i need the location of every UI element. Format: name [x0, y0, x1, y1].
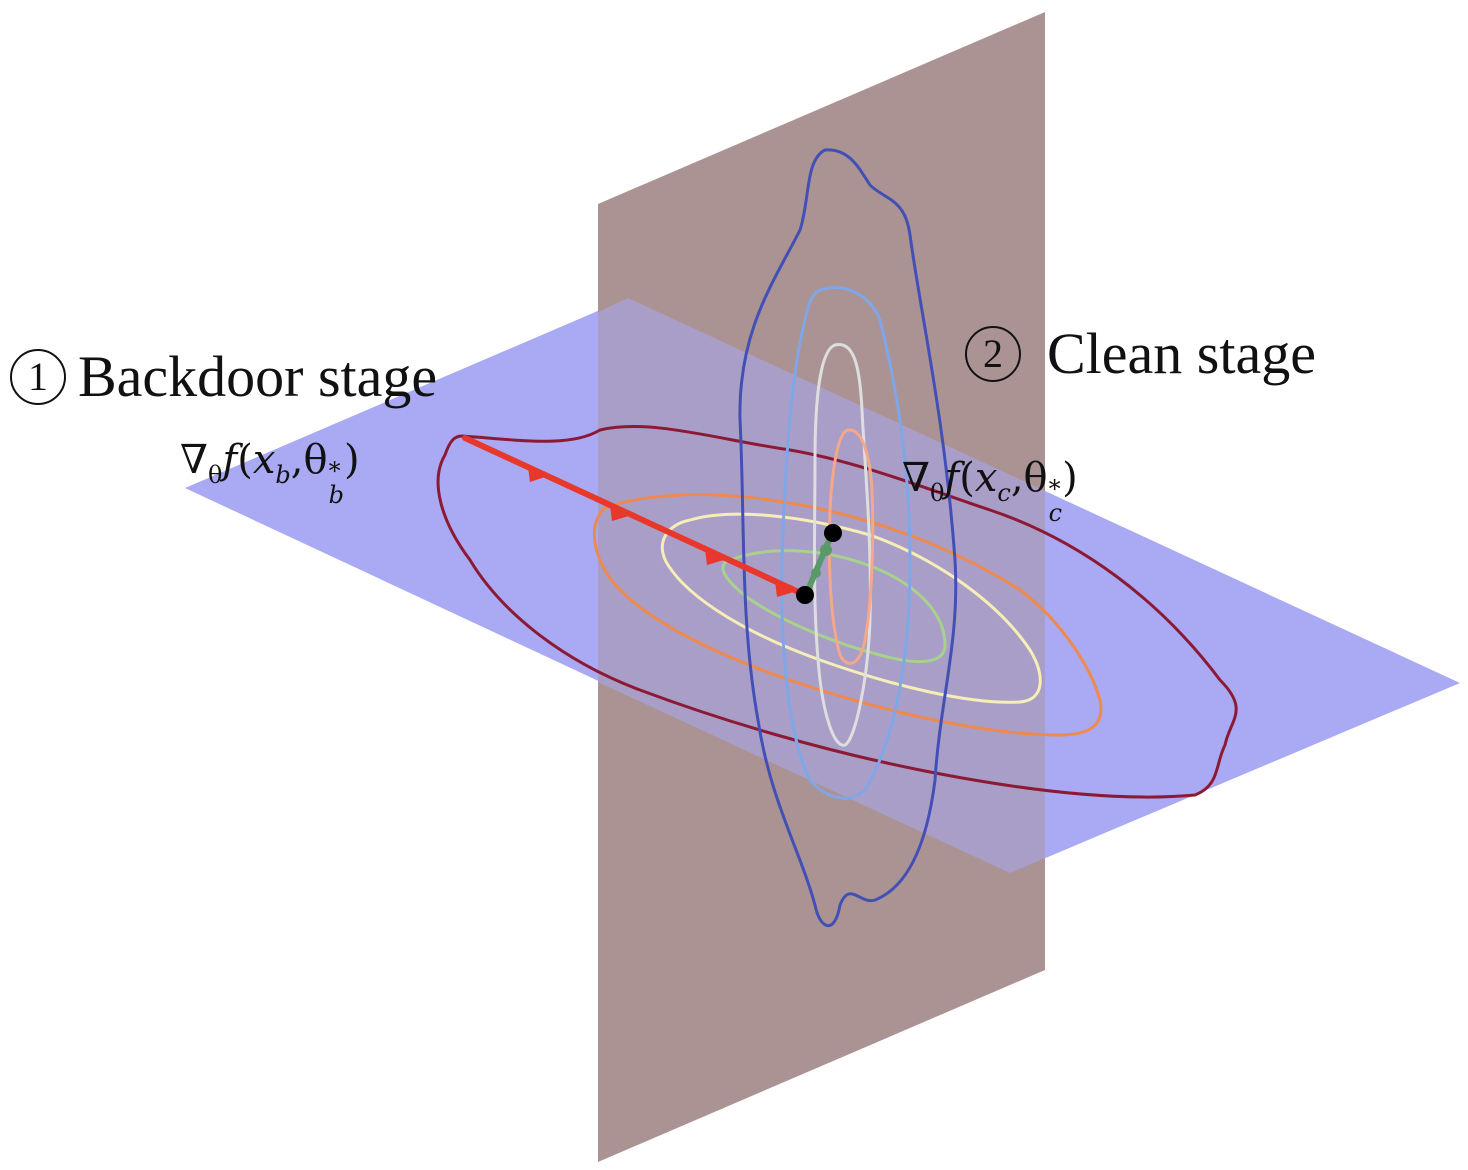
stage-number-1: 1	[10, 349, 66, 405]
x-subscript: c	[997, 479, 1011, 507]
theta-subscript: b	[328, 481, 344, 509]
clean-contour-2	[780, 286, 912, 800]
backdoor-contour-3	[660, 512, 1042, 704]
clean-optimum-point	[824, 524, 842, 542]
theta-superscript: *	[1048, 475, 1061, 503]
clean-arrow-node-2	[811, 568, 821, 578]
theta-superscript: *	[328, 457, 341, 485]
clean-contour-inner	[827, 428, 875, 665]
nabla-subscript: θ	[207, 461, 223, 489]
nabla-subscript: θ	[929, 479, 945, 507]
close-paren: )	[1062, 455, 1078, 501]
open-paren: (	[237, 437, 253, 483]
comma: ,	[1010, 455, 1024, 501]
backdoor-contour-inner	[721, 549, 947, 664]
clean-trajectory	[805, 535, 833, 593]
backdoor-arrow	[462, 435, 808, 598]
x-subscript: b	[275, 461, 291, 489]
nabla-symbol: ∇	[180, 437, 208, 483]
x-symbol: x	[252, 437, 276, 483]
backdoor-arrowhead-1	[528, 467, 548, 482]
clean-contour-3	[812, 343, 872, 747]
backdoor-stage-text: Backdoor stage	[78, 344, 438, 409]
comma: ,	[290, 437, 304, 483]
backdoor-arrowhead-4	[775, 581, 797, 597]
close-paren: )	[343, 437, 360, 483]
backdoor-arrowhead-2	[610, 505, 632, 521]
clean-stage-label: 2 Clean stage	[965, 325, 1316, 383]
theta-symbol: θ	[1023, 455, 1048, 501]
theta-subscript: c	[1048, 499, 1063, 527]
clean-gradient-label: ∇θf(xc,θ*c)	[902, 458, 1078, 525]
nabla-symbol: ∇	[902, 455, 930, 501]
function-symbol: f	[222, 437, 238, 483]
clean-arrow-node	[820, 544, 832, 556]
open-paren: (	[959, 455, 975, 501]
backdoor-contours	[436, 425, 1238, 799]
backdoor-optimum-point	[796, 586, 814, 604]
function-symbol: f	[944, 455, 960, 501]
theta-symbol: θ	[303, 437, 328, 483]
backdoor-contour-2	[592, 493, 1103, 737]
stage-number-2: 2	[965, 326, 1021, 382]
backdoor-contour-outer	[436, 425, 1238, 799]
clean-stage-text: Clean stage	[1047, 321, 1316, 386]
backdoor-stage-label: 1 Backdoor stage	[10, 348, 437, 406]
backdoor-gradient-label: ∇θf(xb,θ*b)	[180, 440, 360, 507]
backdoor-arrowhead-3	[705, 549, 727, 565]
clean-contour-outer	[738, 148, 958, 928]
clean-contours	[738, 148, 958, 928]
x-symbol: x	[974, 455, 998, 501]
backdoor-trajectory	[462, 435, 808, 598]
horizontal-plane-overlay	[598, 298, 1045, 873]
